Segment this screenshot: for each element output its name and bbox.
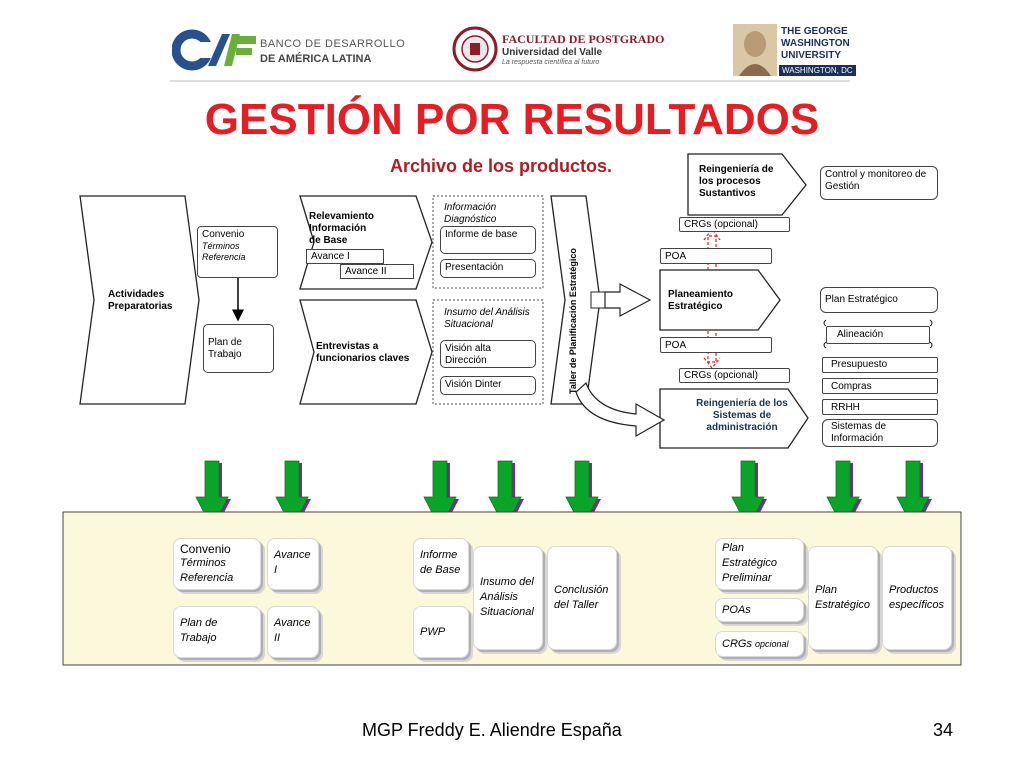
box-presentacion: Presentación [440, 259, 536, 278]
convenio-text: Convenio [202, 229, 245, 240]
card-referencia: Referencia [180, 572, 234, 584]
univalle-line1: FACULTAD DE POSTGRADO [502, 32, 665, 46]
box-convenio: Convenio Términos Referencia [197, 226, 278, 278]
card-avance-1-a: Avance [274, 549, 311, 561]
referencia-text: Referencia [202, 252, 246, 262]
card-plan-estrategico: Plan Estratégico [808, 546, 878, 650]
card-avance-1: Avance I [267, 538, 319, 590]
box-plan-trabajo: Plan de Trabajo [203, 324, 274, 373]
label-reingenieria-sistemas: Reingeniería de los Sistemas de administ… [696, 398, 788, 433]
relevamiento-line1: Relevamiento [309, 211, 375, 222]
card-conclusion: Conclusión del Taller [547, 546, 617, 650]
header-divider [170, 80, 850, 82]
box-rrhh: RRHH [822, 399, 938, 415]
card-informe-base: Informe de Base [413, 538, 469, 590]
label-info-diagnostico: Información Diagnóstico [444, 202, 540, 226]
univalle-line2: Universidad del Valle [502, 47, 603, 58]
chevron-reingenieria-procesos [687, 153, 807, 216]
gwu-portrait-icon [733, 24, 777, 76]
card-terminos: Términos [180, 557, 226, 569]
card-convenio-title: Convenio [180, 542, 231, 556]
box-crgs-bottom: CRGs (opcional) [679, 368, 790, 383]
box-sistemas-info: Sistemas de Información [822, 419, 938, 447]
card-pwp: PWP [413, 606, 469, 658]
box-vision-dinter: Visión Dinter [440, 376, 536, 395]
gwu-line3: UNIVERSITY [781, 50, 842, 61]
chevron-planeamiento [659, 269, 781, 331]
box-informe-base: Informe de base [440, 226, 536, 254]
chevron-entrevistas [299, 299, 433, 405]
univalle-seal-icon [452, 26, 498, 72]
card-avance-2: Avance II [267, 606, 319, 658]
terminos-text: Términos [202, 241, 240, 251]
dashed-group-insumo [432, 299, 544, 405]
box-compras: Compras [822, 378, 938, 394]
label-reingenieria-procesos: Reingeniería de los procesos Sustantivos [699, 164, 774, 199]
card-insumo: Insumo del Análisis Situacional [473, 546, 543, 650]
caf-logo: BANCO DE DESARROLLO DE AMÉRICA LATINA [172, 28, 406, 72]
card-plan-preliminar: Plan Estratégico Preliminar [715, 538, 804, 590]
card-plan-trabajo: Plan de Trabajo [173, 606, 261, 658]
label-taller: Taller de Planificación Estratégico [568, 248, 578, 394]
box-crgs-top: CRGs (opcional) [679, 217, 790, 232]
gwu-line4: WASHINGTON, DC [779, 65, 856, 76]
block-arrow-planeamiento [604, 283, 652, 317]
insumo-line2: Situacional [444, 319, 493, 330]
page-subtitle: Archivo de los productos. [390, 156, 613, 176]
relevamiento-line2: Información [309, 223, 367, 234]
footer-page-number: 34 [933, 720, 954, 740]
box-control: Control y monitoreo de Gestión [820, 166, 938, 200]
gwu-line1: THE GEORGE [781, 26, 848, 37]
info-diag-line1: Información [444, 202, 497, 213]
box-alineacion: Alineación [826, 326, 930, 344]
insumo-line1: Insumo del Análisis [444, 307, 530, 318]
univalle-line3: La respuesta científica al futuro [502, 59, 600, 66]
box-plan-estrategico: Plan Estratégico [820, 287, 938, 313]
card-crgs-label: CRGs [722, 638, 752, 650]
card-crgs: CRGs opcional [715, 631, 804, 657]
box-vision-alta: Visión alta Dirección [440, 340, 536, 368]
caf-line1: BANCO DE DESARROLLO [260, 38, 406, 50]
label-actividades: Actividades Preparatorias [108, 289, 173, 312]
dashed-group-diagnostico [432, 195, 544, 289]
footer-author: MGP Freddy E. Aliendre España [362, 720, 622, 740]
chevron-actividades [79, 195, 200, 405]
box-presupuesto: Presupuesto [822, 357, 938, 373]
plan-trabajo-text: Plan de Trabajo [208, 337, 242, 360]
card-poas: POAs [715, 598, 804, 622]
chevron-reingenieria-sistemas [659, 388, 809, 449]
alineacion-bracket [823, 319, 933, 349]
curved-arrow-sistemas [575, 381, 666, 438]
page-title: GESTIÓN POR RESULTADOS [204, 95, 820, 144]
card-avance-2-a: Avance [274, 617, 311, 629]
univalle-logo: FACULTAD DE POSTGRADO Universidad del Va… [452, 26, 678, 76]
label-insumo: Insumo del Análisis Situacional [444, 307, 542, 331]
caf-logo-mark [172, 29, 256, 71]
box-avance-2: Avance II [340, 264, 414, 279]
box-avance-1: Avance I [306, 249, 384, 264]
card-convenio: Convenio Términos Referencia [173, 538, 261, 590]
caf-line2: DE AMÉRICA LATINA [260, 53, 372, 65]
label-entrevistas: Entrevistas a funcionarios claves [316, 341, 410, 364]
card-avance-1-b: I [274, 564, 278, 576]
card-avance-2-b: II [274, 632, 281, 644]
block-arrow-stub [590, 291, 606, 309]
box-poa-top: POA [660, 248, 772, 264]
gwu-logo: THE GEORGE WASHINGTON UNIVERSITY WASHING… [733, 24, 856, 80]
box-poa-bottom: POA [660, 337, 772, 353]
card-productos: Productos específicos [882, 546, 952, 650]
relevamiento-line3: de Base [309, 235, 348, 246]
label-planeamiento: Planeamiento Estratégico [668, 289, 734, 312]
label-relevamiento: Relevamiento Información de Base [309, 211, 409, 247]
gwu-line2: WASHINGTON [781, 38, 850, 49]
info-diag-line2: Diagnóstico [444, 214, 497, 225]
card-crgs-opcional: opcional [755, 639, 789, 649]
